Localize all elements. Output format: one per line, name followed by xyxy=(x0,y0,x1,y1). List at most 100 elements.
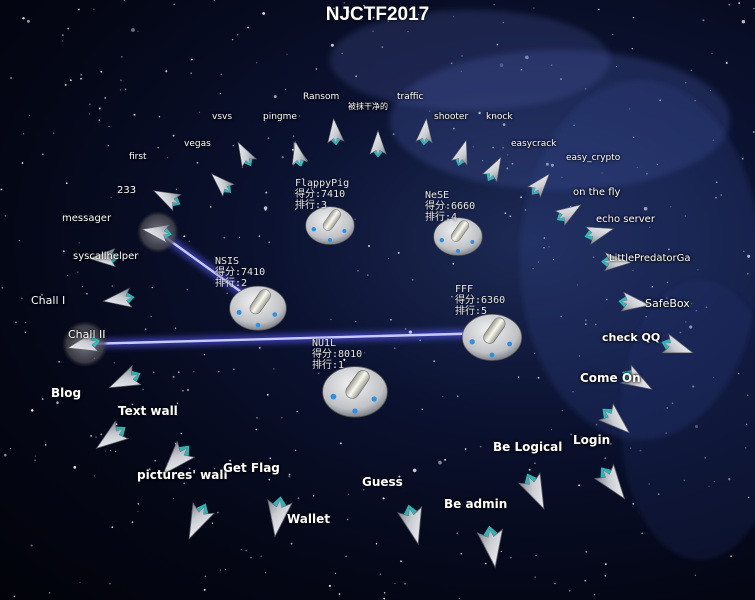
challenge-label-cn[interactable]: 被抹干净的 xyxy=(348,102,388,111)
star xyxy=(288,475,291,478)
challenge-ship-cn[interactable] xyxy=(326,117,345,146)
star xyxy=(641,532,643,535)
challenge-ship-blog[interactable] xyxy=(105,364,145,397)
challenge-ship-233[interactable] xyxy=(150,183,185,213)
challenge-label-be-logical[interactable]: Be Logical xyxy=(493,440,563,454)
challenge-ship-be-logical[interactable] xyxy=(517,469,555,514)
challenge-ship-knock[interactable] xyxy=(481,153,508,184)
team-rank-label: 排行: xyxy=(312,360,339,371)
challenge-label-vsvs[interactable]: vsvs xyxy=(212,112,233,122)
challenge-label-messager[interactable]: messager xyxy=(62,213,112,224)
challenge-label-login[interactable]: Login xyxy=(573,433,611,447)
challenge-label-text-wall[interactable]: Text wall xyxy=(118,404,178,418)
challenge-label-knock[interactable]: knock xyxy=(486,112,513,122)
challenge-label-come-on[interactable]: Come On xyxy=(580,371,641,385)
team-ufo-nu1l[interactable] xyxy=(322,366,388,418)
challenge-label-littlepredatorga[interactable]: LittlePredatorGa xyxy=(609,253,691,264)
challenge-ship-pingme[interactable] xyxy=(288,140,308,168)
challenge-ship-check-qq[interactable] xyxy=(617,363,657,398)
challenge-label-easy-crypto[interactable]: easy_crypto xyxy=(566,153,621,163)
challenge-ship-easy-crypto[interactable] xyxy=(552,198,585,228)
star xyxy=(520,196,523,199)
challenge-ship-first[interactable] xyxy=(206,168,237,198)
challenge-label-233[interactable]: 233 xyxy=(117,185,137,196)
team-score: 8010 xyxy=(338,349,363,360)
challenge-label-chall-i[interactable]: Chall I xyxy=(31,294,66,307)
challenge-label-easycrack[interactable]: easycrack xyxy=(511,139,557,149)
star xyxy=(64,83,67,86)
team-ufo-nese[interactable] xyxy=(433,217,483,256)
challenge-label-ransom[interactable]: Ransom xyxy=(303,92,340,102)
challenge-label-get-flag[interactable]: Get Flag xyxy=(223,461,280,475)
challenge-ship-login[interactable] xyxy=(592,460,634,505)
challenge-ship-chall-ii[interactable] xyxy=(57,316,112,371)
star xyxy=(738,2,741,4)
challenge-label-wallet[interactable]: Wallet xyxy=(287,512,331,526)
ufo-dome-icon xyxy=(249,289,271,315)
challenge-label-check-qq[interactable]: check QQ xyxy=(602,331,661,344)
challenge-ship-come-on[interactable] xyxy=(595,401,636,441)
challenge-label-on-the-fly[interactable]: on the fly xyxy=(573,187,621,198)
star xyxy=(80,77,82,80)
challenge-label-echo-server[interactable]: echo server xyxy=(596,214,655,225)
challenge-ship-shooter[interactable] xyxy=(450,138,474,169)
challenge-ship-traffic[interactable] xyxy=(415,117,435,146)
challenge-ship-be-admin[interactable] xyxy=(476,524,508,569)
team-name: NSIS xyxy=(215,256,240,267)
star xyxy=(347,10,350,13)
challenge-ship-littlepredatorga[interactable] xyxy=(617,291,651,315)
star xyxy=(604,563,607,566)
team-ufo-nsis[interactable] xyxy=(229,285,287,331)
star xyxy=(199,111,201,113)
challenge-label-traffic[interactable]: traffic xyxy=(397,92,424,102)
challenge-ship-echo-server[interactable] xyxy=(601,252,632,272)
challenge-label-be-admin[interactable]: Be admin xyxy=(444,497,508,511)
star xyxy=(193,371,195,373)
challenge-label-pictures-wall[interactable]: pictures' wall xyxy=(137,468,228,482)
challenge-ship-text-wall[interactable] xyxy=(90,418,132,457)
star xyxy=(753,7,755,10)
challenge-label-chall-ii[interactable]: Chall II xyxy=(68,328,106,341)
challenge-ship-safebox[interactable] xyxy=(658,333,696,362)
engine-glow-icon xyxy=(483,525,498,538)
star xyxy=(120,79,122,82)
star xyxy=(48,592,51,594)
engine-glow-icon xyxy=(600,467,611,478)
team-ufo-flappypig[interactable] xyxy=(305,206,355,245)
challenge-ship-guess[interactable] xyxy=(397,502,430,547)
nebula-cloud xyxy=(330,10,755,560)
challenge-ship-messager[interactable] xyxy=(134,208,183,257)
star xyxy=(394,347,396,349)
star xyxy=(21,297,23,299)
challenge-label-shooter[interactable]: shooter xyxy=(434,112,469,122)
challenge-label-guess[interactable]: Guess xyxy=(362,475,403,489)
challenge-ship-pictures-wall[interactable] xyxy=(154,438,198,483)
challenge-ship-syscallhelper[interactable] xyxy=(88,248,120,268)
challenge-ship-easycrack[interactable] xyxy=(526,169,556,200)
star xyxy=(3,453,7,457)
challenge-label-safebox[interactable]: SafeBox xyxy=(645,297,690,310)
challenge-ship-ransom[interactable] xyxy=(369,129,387,158)
challenge-label-first[interactable]: first xyxy=(129,152,147,162)
challenge-ship-chall-i[interactable] xyxy=(102,287,136,311)
challenge-label-pingme[interactable]: pingme xyxy=(263,112,297,122)
attack-beam xyxy=(84,331,493,346)
engine-glow-icon xyxy=(125,292,135,304)
star xyxy=(260,555,262,557)
team-ufo-fff[interactable] xyxy=(461,313,523,361)
star xyxy=(18,240,20,242)
challenge-label-syscallhelper[interactable]: syscallhelper xyxy=(73,251,139,262)
challenge-ship-get-flag[interactable] xyxy=(179,499,217,544)
star xyxy=(233,368,235,371)
star xyxy=(115,423,118,426)
challenge-ship-on-the-fly[interactable] xyxy=(582,220,616,246)
ship-icon xyxy=(369,129,387,157)
star xyxy=(580,436,582,438)
star xyxy=(398,475,401,478)
star xyxy=(333,7,335,10)
challenge-label-blog[interactable]: Blog xyxy=(51,386,82,400)
challenge-ship-wallet[interactable] xyxy=(263,495,293,539)
challenge-ship-vegas[interactable] xyxy=(231,138,258,169)
challenge-label-vegas[interactable]: vegas xyxy=(184,139,211,149)
star xyxy=(452,262,455,265)
